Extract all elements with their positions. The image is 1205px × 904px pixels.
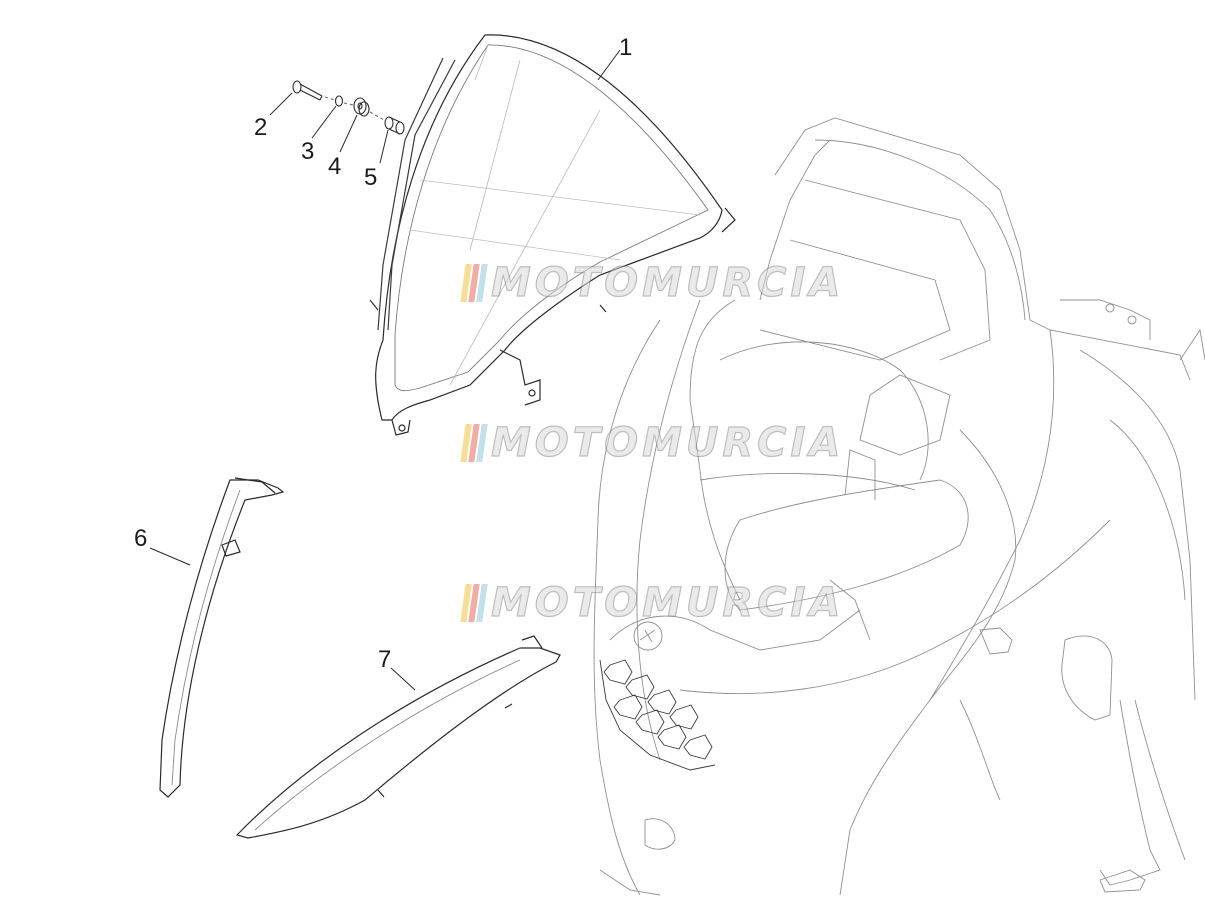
- watermark-text: MOTOMURCIA: [490, 580, 845, 626]
- part-5-spacer: [384, 116, 405, 135]
- part-4-grommet: [353, 97, 370, 117]
- callout-6: 6: [134, 525, 148, 552]
- scooter-front-body: [593, 117, 1205, 896]
- watermark-text: MOTOMURCIA: [490, 420, 845, 466]
- callout-1: 1: [619, 34, 633, 61]
- watermark-text: MOTOMURCIA: [490, 260, 845, 306]
- watermark-logo-icon: [460, 424, 488, 462]
- leader-lines: [149, 49, 621, 691]
- callout-4: 4: [328, 153, 342, 180]
- watermark-middle: MOTOMURCIA: [460, 420, 845, 466]
- callout-5: 5: [364, 164, 378, 191]
- scooter-grille: [599, 659, 716, 771]
- callout-3: 3: [301, 138, 315, 165]
- callout-2: 2: [254, 114, 268, 141]
- part-2-screw: [292, 80, 323, 101]
- watermark-logo-icon: [460, 264, 488, 302]
- callout-7: 7: [378, 646, 392, 673]
- part-6-side-trim: [159, 477, 285, 798]
- watermark-top: MOTOMURCIA: [460, 260, 845, 306]
- part-1-windshield: [369, 34, 736, 436]
- watermark-bottom: MOTOMURCIA: [460, 580, 845, 626]
- part-7-lower-trim: [235, 635, 561, 839]
- fasteners: [292, 80, 405, 135]
- watermark-logo-icon: [460, 584, 488, 622]
- part-3-washer: [334, 95, 344, 107]
